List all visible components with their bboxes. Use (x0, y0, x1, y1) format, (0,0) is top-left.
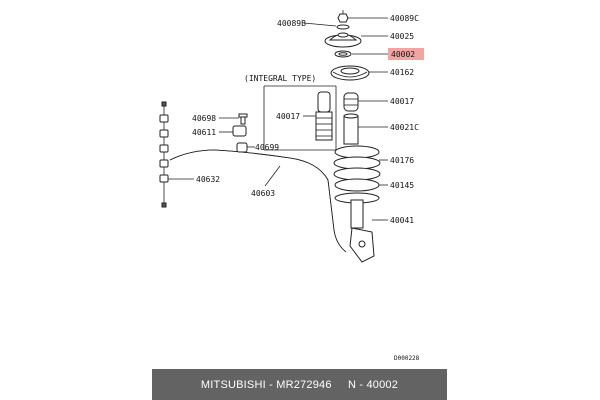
integral-bellows-40017-part (315, 91, 333, 141)
label-40089b: 40089B (277, 19, 306, 28)
label-40145: 40145 (390, 181, 414, 190)
coil-spring-40176-part (333, 145, 381, 192)
label-40089c: 40089C (390, 14, 419, 23)
label-40611: 40611 (192, 128, 216, 137)
bump-stop-40017-part (343, 92, 359, 112)
label-40699: 40699 (255, 143, 279, 152)
dust-cover-40021c-part (343, 113, 359, 145)
label-40162: 40162 (390, 68, 414, 77)
label-40002: 40002 (391, 50, 415, 59)
label-40176: 40176 (390, 156, 414, 165)
label-40041: 40041 (390, 216, 414, 225)
nut-40089c-part (337, 10, 349, 23)
label-40021c: 40021C (390, 123, 419, 132)
spring-seat-40162-part (330, 65, 370, 81)
part-caption-bar: MITSUBISHI - MR272946 N - 40002 (152, 369, 447, 400)
leader-lines (168, 17, 388, 221)
label-40603: 40603 (251, 189, 275, 198)
washer-40089b-part (336, 24, 350, 30)
label-40025: 40025 (390, 32, 414, 41)
highlight-40002 (388, 48, 424, 60)
stabilizer-link-40632-part (159, 101, 169, 208)
integral-type-bracket (263, 85, 337, 151)
reference-code: D000228 (394, 355, 420, 362)
part-caption: MITSUBISHI - MR272946 N - 40002 (200, 378, 399, 391)
label-40017: 40017 (390, 97, 414, 106)
strut-assembly-40041-part (349, 199, 375, 263)
stabilizer-bar-40603-part (169, 149, 347, 253)
bracket-bolt-40698-part (238, 113, 248, 125)
bearing-40002-part (334, 50, 352, 58)
label-40698: 40698 (192, 114, 216, 123)
label-40632: 40632 (196, 175, 220, 184)
stabilizer-bushing-40699-part (236, 142, 248, 153)
stabilizer-bracket-40611-part (232, 125, 247, 137)
label-40017-integral: 40017 (276, 112, 300, 121)
label-integral-type: (INTEGRAL TYPE) (244, 74, 316, 83)
strut-mount-40025-part (324, 32, 362, 48)
